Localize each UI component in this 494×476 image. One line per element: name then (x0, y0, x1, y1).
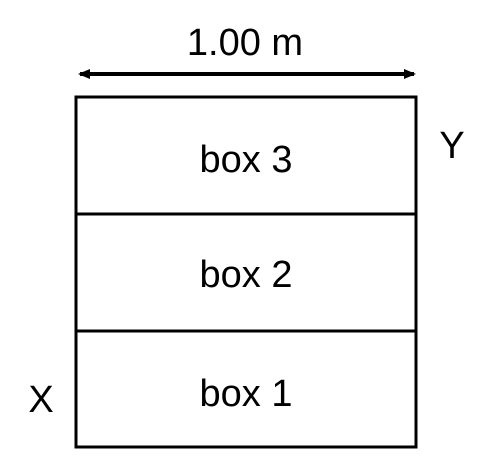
box-2-label: box 2 (200, 254, 293, 296)
width-dimension: 1.00 m (78, 22, 416, 79)
box-2-rect (74, 212, 418, 333)
box-1-label: box 1 (200, 373, 293, 415)
dimension-label: 1.00 m (187, 22, 303, 64)
box-3-label: box 3 (200, 139, 293, 181)
point-x-label: X (28, 379, 53, 421)
box-stack: box 3 box 2 box 1 (74, 95, 418, 449)
box-1-rect (74, 329, 418, 449)
point-y-label: Y (439, 125, 464, 167)
